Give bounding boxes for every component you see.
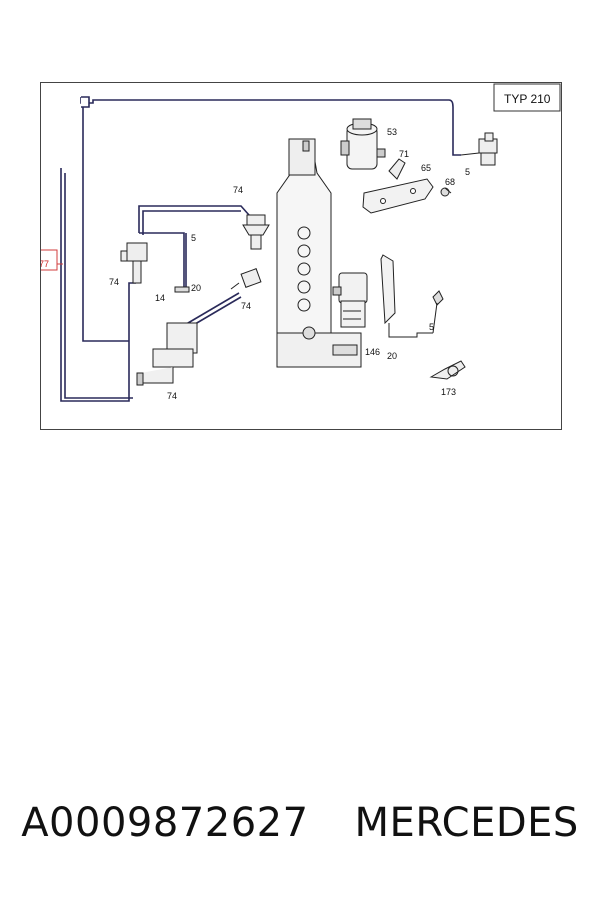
engine-block-drawing <box>276 138 362 368</box>
vacuum-lines <box>60 96 461 402</box>
caption: A0009872627 MERCEDES <box>0 800 600 846</box>
part-74-mid-drawing <box>230 268 262 290</box>
label-74-top: 74 <box>233 185 243 195</box>
part-68-drawing <box>440 187 452 197</box>
brand-name: MERCEDES <box>354 800 579 846</box>
left-valve-drawing <box>120 242 148 284</box>
part-53-drawing <box>340 118 386 170</box>
part-74-bottom-drawing <box>136 322 198 386</box>
label-14: 14 <box>155 293 165 303</box>
label-74-mid: 74 <box>241 301 251 311</box>
type-box-label: TYP 210 <box>504 92 551 106</box>
label-5-right: 5 <box>429 322 434 332</box>
label-74-bottom: 74 <box>167 391 177 401</box>
right-actuator-drawing <box>332 272 368 328</box>
label-173: 173 <box>441 387 456 397</box>
part-20-left-drawing <box>174 286 190 293</box>
part-74-top-drawing <box>242 214 270 250</box>
part-number: A0009872627 <box>21 800 309 846</box>
right-bracket-drawing <box>380 254 444 338</box>
label-20-right: 20 <box>387 351 397 361</box>
part-65-drawing <box>362 178 434 214</box>
label-146: 146 <box>365 347 380 357</box>
label-5-top: 5 <box>465 167 470 177</box>
parts-diagram: TYP 210 77 53 71 65 <box>40 82 562 430</box>
top-right-valve-drawing <box>460 132 498 166</box>
diagram-drawing: TYP 210 77 53 71 65 <box>41 83 561 402</box>
label-68: 68 <box>445 177 455 187</box>
label-53: 53 <box>387 127 397 137</box>
highlight-box-77 <box>41 249 58 271</box>
label-5-left: 5 <box>191 233 196 243</box>
label-74-left: 74 <box>109 277 119 287</box>
part-71-drawing <box>388 158 406 180</box>
label-77: 77 <box>41 259 49 269</box>
label-71: 71 <box>399 149 409 159</box>
label-20-left: 20 <box>191 283 201 293</box>
label-65: 65 <box>421 163 431 173</box>
type-box <box>493 83 561 112</box>
part-173-drawing <box>429 360 466 380</box>
